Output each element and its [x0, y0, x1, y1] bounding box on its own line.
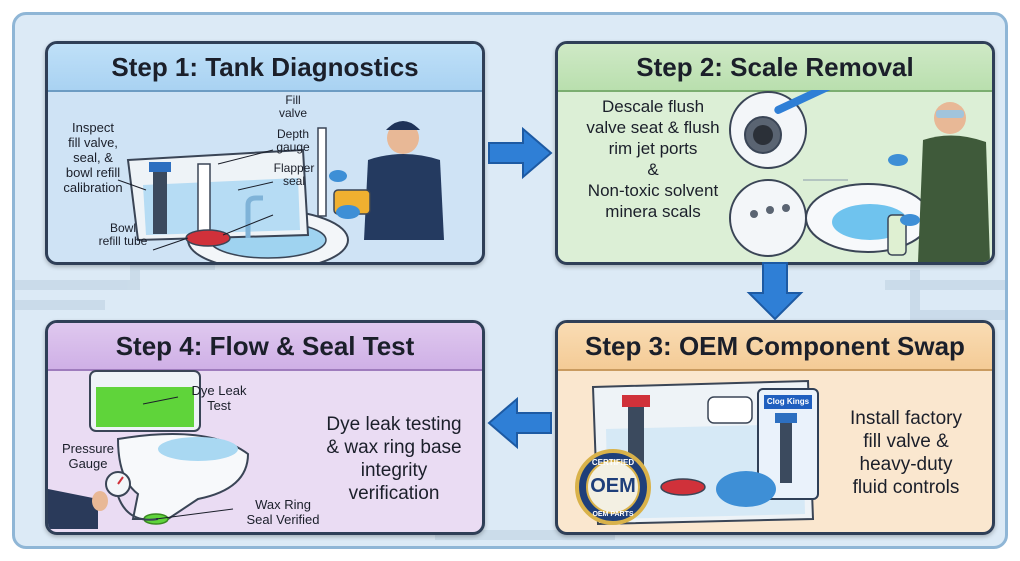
inspect-line-1: Inspect [72, 120, 114, 135]
pressure-gauge-label: Pressure Gauge [54, 441, 122, 471]
step1-illustration: Inspect fill valve, seal, & bowl refill … [48, 90, 482, 262]
step2-title: Step 2: Scale Removal [558, 44, 992, 92]
step3-line-1: Install factory [850, 408, 962, 429]
step3-line-2: fill valve & [863, 431, 949, 452]
package-label: Clog Kings [766, 397, 810, 406]
step2-line-4: & [647, 160, 659, 179]
fill-valve-line-1: Fill [285, 93, 301, 107]
step2-illustration: Descale flush valve seat & flush rim jet… [558, 90, 992, 262]
oem-badge-top: CERTIFIED [591, 458, 635, 467]
step4-description: Dye leak testing & wax ring base integri… [310, 413, 478, 505]
flow-seal-test-illustration [48, 370, 250, 529]
pressure-gauge-line-2: Gauge [68, 456, 108, 471]
step4-title: Step 4: Flow & Seal Test [48, 323, 482, 371]
step1-card: Step 1: Tank Diagnostics [45, 41, 485, 265]
inspect-label: Inspect fill valve, seal, & bowl refill … [54, 120, 132, 195]
inspect-line-2: fill valve, [68, 135, 118, 150]
step2-line-1: Descale flush [601, 97, 705, 116]
flapper-seal-label: Flapper seal [270, 162, 318, 188]
step4-line-3: integrity [360, 460, 428, 481]
dye-leak-line-2: Test [207, 398, 231, 413]
step2-description: Descale flush valve seat & flush rim jet… [578, 96, 728, 222]
step2-line-5: Non-toxic solvent [587, 181, 719, 200]
arrow-left-icon [487, 396, 552, 450]
bowl-refill-line-1: Bowl [109, 221, 136, 235]
oem-badge-main: OEM [590, 475, 636, 497]
arrow-down-icon [746, 262, 804, 321]
step4-line-2: & wax ring base [326, 437, 462, 458]
bowl-refill-line-2: refill tube [98, 234, 148, 248]
step3-illustration: Clog Kings CERTIFIED OEM OEM PARTS Insta… [558, 369, 992, 532]
dye-leak-label: Dye Leak Test [174, 383, 264, 413]
depth-gauge-line-2: gauge [276, 140, 310, 154]
step3-description: Install factory fill valve & heavy-duty … [826, 407, 986, 499]
inspect-line-4: bowl refill [65, 165, 121, 180]
infographic-frame: Step 1: Tank Diagnostics [12, 12, 1008, 549]
step4-card: Step 4: Flow & Seal Test [45, 320, 485, 535]
tank-diagnostics-illustration [117, 121, 444, 262]
step3-line-4: fluid controls [852, 477, 960, 498]
component-swap-illustration [575, 379, 819, 526]
step1-title: Step 1: Tank Diagnostics [48, 44, 482, 92]
fill-valve-label: Fill valve [273, 94, 313, 120]
pressure-gauge-line-1: Pressure [61, 441, 115, 456]
flapper-seal-line-2: seal [282, 174, 305, 188]
step3-card: Step 3: OEM Component Swap [555, 320, 995, 535]
arrow-right-icon [488, 126, 553, 180]
inspect-line-5: calibration [63, 180, 123, 195]
step2-line-3: rim jet ports [608, 139, 698, 158]
wax-ring-line-2: Seal Verified [246, 512, 320, 527]
step4-line-4: verification [348, 483, 440, 504]
step3-line-3: heavy-duty [859, 454, 953, 475]
flapper-seal-line-1: Flapper [273, 161, 315, 175]
depth-gauge-line-1: Depth [276, 127, 310, 141]
step2-line-6: minera scals [605, 202, 701, 221]
step2-line-2: valve seat & flush [586, 118, 720, 137]
background-pipes [15, 260, 1005, 540]
scale-removal-illustration [729, 90, 990, 262]
step4-line-1: Dye leak testing [326, 414, 462, 435]
inspect-line-3: seal, & [73, 150, 113, 165]
oem-badge-bottom: OEM PARTS [592, 511, 634, 518]
fill-valve-line-2: valve [278, 106, 307, 120]
depth-gauge-label: Depth gauge [270, 128, 316, 154]
step4-illustration: Dye Leak Test Pressure Gauge Wax Ring Se… [48, 369, 482, 532]
wax-ring-line-1: Wax Ring [255, 497, 311, 512]
step2-card: Step 2: Scale Removal [555, 41, 995, 265]
dye-leak-line-1: Dye Leak [191, 383, 247, 398]
wax-ring-label: Wax Ring Seal Verified [233, 497, 333, 527]
step3-title: Step 3: OEM Component Swap [558, 323, 992, 371]
bowl-refill-tube-label: Bowl refill tube [88, 222, 158, 248]
